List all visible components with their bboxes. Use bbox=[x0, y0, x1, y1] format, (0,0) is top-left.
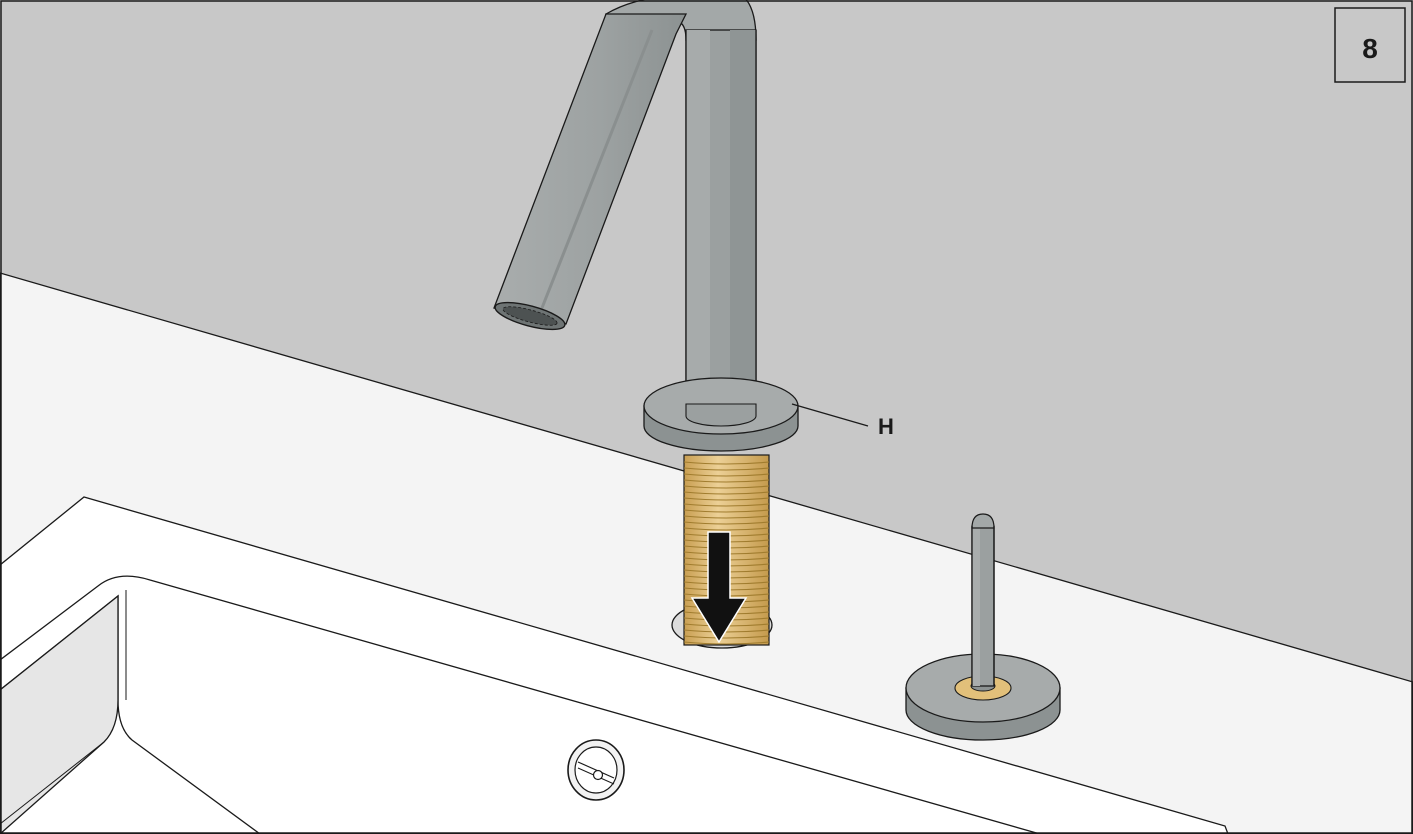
callout-h-leader bbox=[791, 403, 869, 427]
flange-ring-h bbox=[643, 377, 799, 452]
step-number-box: 8 bbox=[1334, 7, 1406, 83]
spout-arm bbox=[493, 13, 688, 325]
step-number: 8 bbox=[1362, 33, 1378, 64]
callout-h-label: H bbox=[878, 414, 894, 439]
lever-handle bbox=[905, 513, 1061, 741]
aerator bbox=[494, 301, 566, 331]
overflow-drain bbox=[567, 739, 625, 801]
faucet-body bbox=[685, 29, 757, 426]
basin-inner-wall bbox=[0, 594, 119, 834]
callout-h: H bbox=[791, 403, 894, 439]
arrow-down-icon bbox=[690, 531, 748, 644]
